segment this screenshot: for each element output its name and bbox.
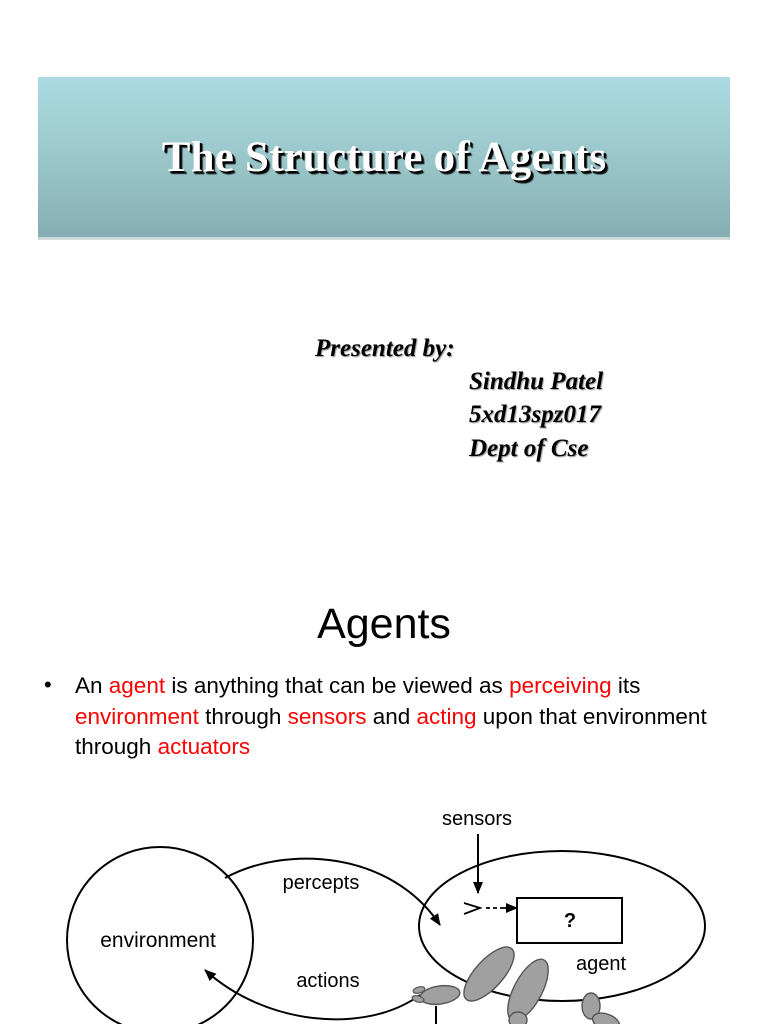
term-actuators: actuators [157, 734, 251, 759]
presenter-name: Sindhu Patel [469, 368, 604, 395]
presented-by-label: Presented by: [315, 335, 455, 362]
term-agent: agent [108, 673, 166, 698]
term-environment: environment [75, 703, 199, 729]
eye-icon [463, 902, 483, 915]
actuator-arm [419, 946, 621, 1024]
term-sensors: sensors [287, 703, 367, 729]
text-run: through [198, 703, 288, 729]
text-run: its [611, 673, 641, 698]
section-heading: Agents [317, 600, 451, 648]
slide-title: The Structure of Agents [161, 133, 607, 181]
presenter-dept: Dept of Cse [469, 435, 589, 462]
agent-environment-diagram: environment percepts actions sensors ? a… [66, 808, 706, 1024]
agent-ellipse [418, 850, 706, 1002]
term-acting: acting [416, 703, 477, 729]
presenter-id: 5xd13spz017 [469, 401, 601, 428]
text-run: upon that environment through [75, 703, 707, 760]
bullet-marker: • [44, 672, 52, 697]
agent-definition: An agent is anything that can be viewed … [75, 671, 745, 763]
title-banner: The Structure of Agents [38, 77, 730, 239]
actions-label: actions [296, 970, 359, 992]
environment-label: environment [100, 929, 216, 952]
question-mark: ? [564, 910, 576, 932]
actions-arrow [204, 969, 421, 1021]
agent-label: agent [576, 953, 626, 975]
gripper-icon [411, 986, 426, 1003]
term-perceiving: perceiving [509, 673, 612, 698]
text-run: is anything that can be viewed as [165, 673, 510, 698]
sensors-label: sensors [442, 808, 512, 830]
text-run: and [366, 703, 417, 729]
agent-program-box [516, 897, 623, 944]
environment-circle [66, 846, 254, 1024]
percepts-label: percepts [283, 872, 360, 894]
percepts-arrow [224, 857, 441, 926]
text-run: An [75, 673, 109, 698]
